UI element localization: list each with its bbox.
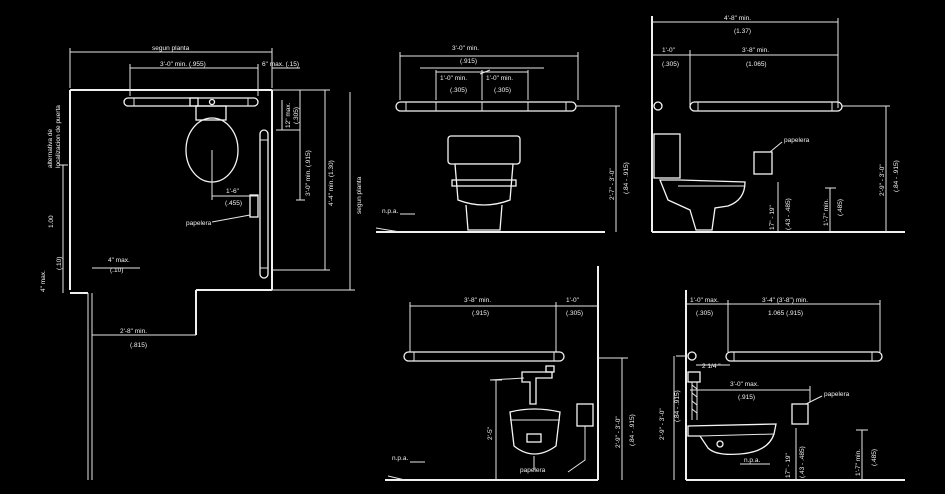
elev3-dim-ab: (.915) (472, 310, 489, 317)
elev2-dim-topb: (1.37) (734, 28, 751, 35)
elev1-dim-b: 1'-0" min. (486, 75, 513, 82)
elev1-dim-top: 3'-0" min. (452, 45, 479, 52)
plan-dim-25b: (.815) (130, 342, 147, 349)
elev4-dim-b: 3'-4" (3'-8") min. (762, 297, 808, 304)
elev3-dim-b: 1'-0" (566, 297, 580, 304)
elev4-dim-left: 2'-9" - 3'-0" (659, 408, 666, 440)
elev4-papelera: papelera (824, 391, 850, 398)
elev4-paper-dispenser (791, 403, 809, 425)
elev1-npa: n.p.a. (382, 208, 398, 215)
plan-dim-6: 6" max. (.15) (262, 61, 299, 68)
elev3-flush-valve (521, 371, 553, 405)
plan-side-label-2: localizacion de puerta (55, 105, 62, 168)
plan-grab-bar-rear (123, 97, 259, 107)
elev3-dim-bb: (.305) (566, 310, 583, 317)
elev4-grab-bar (725, 351, 883, 362)
elev2-dim-ab: (.305) (662, 61, 679, 68)
elev2-dim-bb: (1.065) (746, 61, 767, 68)
plan-papelera-label: papelera (186, 220, 212, 227)
elev3-dim-a: 3'-8" min. (464, 297, 491, 304)
plan-dim-16: 1'-6" (226, 188, 240, 195)
elev4-dim-17b: (.43 - .485) (799, 446, 806, 478)
elev4-npa: n.p.a. (744, 457, 760, 464)
elev1-dim-a: 1'-0" min. (440, 75, 467, 82)
elev4-dim-30: 3'-0" max. (730, 381, 759, 388)
elev4-dim-214: 2 1/4 " (702, 363, 721, 370)
elevation-front: n.p.a. 3'-0" min. (.915) 1'-0" min. (.30… (375, 45, 630, 233)
elev2-dim-b: 3'-8" min. (742, 47, 769, 54)
elev2-dim-a: 1'-0" (662, 47, 676, 54)
elev3-paper-dispenser (576, 403, 594, 427)
elev1-dim-right: 2'-7" - 3'-0" (609, 168, 616, 200)
elev4-dim-a: 1'-0" max. (690, 297, 719, 304)
elev4-dim-30b: (.915) (738, 394, 755, 401)
plan-dim-30: 3'-0" min. (.915) (305, 150, 312, 196)
elev1-toilet-bowl (454, 163, 514, 206)
elev4-dim-bb: 1.065 (.915) (768, 310, 803, 317)
plan-top-label: segun planta (152, 45, 190, 52)
elev1-dim-bb: (.305) (494, 87, 511, 94)
elev2-dim-h: 1'-7" min. (823, 199, 830, 226)
elev1-toilet-tank (447, 135, 521, 165)
plan-dim-16b: (.455) (225, 200, 242, 207)
plan-dim-4: 4" max. (108, 257, 130, 264)
elev2-papelera: papelera (784, 137, 810, 144)
elev4-wall-hung-toilet (687, 423, 777, 456)
plan-walls (69, 89, 273, 480)
elev3-papelera: papelera (520, 467, 546, 474)
plan-view: papelera segun planta 3'-0" min. (.955) … (40, 45, 363, 480)
plan-dim-12: 12" max. (285, 102, 292, 128)
elev1-dim-topb: (.915) (460, 58, 477, 65)
elevation-urinal: n.p.a. 3'-8" min. (.915) 1'-0" (.305) pa… (385, 266, 636, 481)
plan-dim-min: 3'-0" min. (.955) (160, 61, 206, 68)
elev1-dim-ab: (.305) (450, 87, 467, 94)
elev2-grab-bar (689, 101, 843, 112)
elev1-dim-rightb: (.84 - .915) (623, 162, 630, 194)
elev2-dim-top: 4'-8" min. (724, 15, 751, 22)
elev3-dim-rightb: (.84 - .915) (629, 414, 636, 446)
elev2-paper-dispenser (753, 151, 773, 175)
elev2-toilet-tank (653, 133, 681, 179)
plan-dim-44: 4'-4" min. (1.30) (328, 160, 335, 206)
plan-toilet-tank (195, 105, 227, 121)
elev2-toilet-bowl (659, 179, 746, 231)
elev2-dim-hb: (.485) (837, 199, 844, 216)
elev3-dim-right: 2'-9" - 3'-0" (615, 416, 622, 448)
plan-right-label: segun planta (356, 176, 363, 214)
plan-dim-100: 1.00 (48, 215, 55, 228)
elevation-side: 4'-8" min. (1.37) 1'-0" (.305) 3'-8" min… (651, 15, 905, 233)
elev2-dim-17b: (.43 - .485) (785, 198, 792, 230)
plan-paper-dispenser (249, 194, 259, 218)
elev3-dim-25: 2'-5" (487, 426, 494, 440)
elev3-grab-bar (403, 351, 565, 362)
plan-dim-25: 2'-8" min. (120, 328, 147, 335)
plan-dim-4b: (.10) (110, 267, 123, 274)
elev3-urinal (509, 408, 561, 455)
elev2-dim-rightb: (.84 - .915) (893, 160, 900, 192)
plan-dim-12b: (.305) (293, 107, 300, 124)
elev2-dim-17: 17" - 19" (769, 204, 776, 230)
plan-side-label-1: alternativa de (47, 129, 54, 168)
elev4-dim-17: 17" - 19" (785, 452, 792, 478)
plan-dim-4max-vb: (.10) (56, 257, 63, 270)
elev1-grab-bar (395, 101, 577, 112)
elev3-npa: n.p.a. (392, 455, 408, 462)
plan-dim-4max-v: 4" max. (40, 270, 47, 292)
plan-grab-bar-side (259, 129, 269, 279)
elev4-dim-h: 1'-7" min. (855, 449, 862, 476)
elev4-flush-valve (687, 371, 701, 383)
elev2-dim-right: 2'-9" - 3'-0" (879, 164, 886, 196)
elev4-dim-hb: (.485) (871, 449, 878, 466)
elev4-dim-leftb: (.84 - .915) (674, 390, 681, 422)
elev4-dim-ab: (.305) (696, 310, 713, 317)
elevation-wall-hung: 1'-0" max. (.305) 3'-4" (3'-8") min. 1.0… (659, 290, 905, 481)
